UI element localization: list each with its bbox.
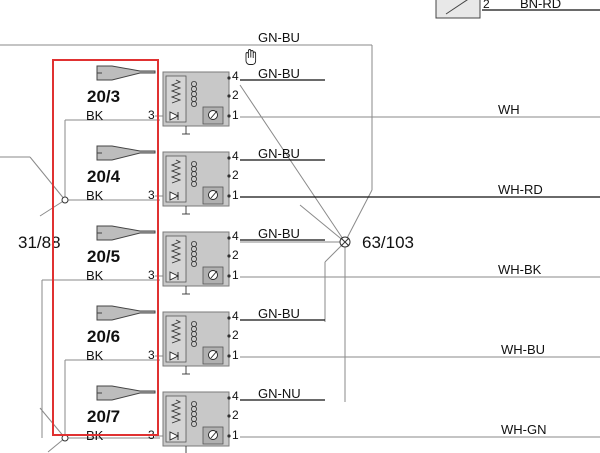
top-right-component: 2 BN-RD [435,0,600,19]
pin-label: 1 [232,428,239,442]
pin-label: 4 [232,309,239,323]
relay-module [162,71,231,135]
output-wire-label: WH-BK [498,262,542,277]
selection-highlight[interactable] [52,59,159,436]
pin-label: 2 [232,408,239,422]
connector-color: BK [86,188,104,203]
pin-label: 1 [232,108,239,122]
pin-label: 4 [232,149,239,163]
pin-label: 2 [232,328,239,342]
plug-icon [96,145,156,161]
plug-icon [96,385,156,401]
pin-label: 4 [232,389,239,403]
connector-id: 20/5 [87,247,120,266]
junction-ref-label: 63/103 [362,233,414,252]
connector-row: 20/6BK 3 4 2 1 GN-BU WH-BU [86,305,600,375]
relay-module [162,391,231,453]
connector-color: BK [86,268,104,283]
relay-wire-label: GN-BU [258,306,300,321]
connector-row: 20/3BK 3 4 2 1 GN-BU WH [86,65,600,135]
plug-icon [96,225,156,241]
relay-module [162,311,231,375]
connector-id: 20/3 [87,87,120,106]
junction [239,84,373,402]
connector-id: 20/7 [87,407,120,426]
connector-id: 20/4 [87,167,121,186]
pin-label: 2 [232,88,239,102]
top-wire-label: GN-BU [258,30,300,45]
pin-label: 2 [232,248,239,262]
plug-icon [96,65,156,81]
output-wire-label: WH-GN [501,422,547,437]
left-wires [0,119,160,453]
pin-label: 4 [232,229,239,243]
pin-label: 3 [148,108,155,122]
pin-label: 3 [148,188,155,202]
connector-color: BK [86,348,104,363]
relay-module [162,151,231,215]
pin-label: 3 [148,348,155,362]
pin-label: 1 [232,268,239,282]
connector-row: 20/4BK 3 4 2 1 GN-BU WH-RD [86,145,600,215]
relay-wire-label: GN-BU [258,66,300,81]
left-ref-label: 31/88 [18,233,61,252]
top-right-wire-label: BN-RD [520,0,561,11]
relay-module [162,231,231,295]
output-wire-label: WH-BU [501,342,545,357]
pin-label: 1 [232,188,239,202]
pin-label: 3 [148,268,155,282]
connector-id: 20/6 [87,327,120,346]
svg-text:2: 2 [483,0,490,11]
output-wire-label: WH [498,102,520,117]
connector-row: 20/5BK 3 4 2 1 GN-BU WH-BK [86,225,600,295]
pin-label: 4 [232,69,239,83]
relay-wire-label: GN-BU [258,226,300,241]
output-wire-label: WH-RD [498,182,543,197]
pin-label: 2 [232,168,239,182]
connector-color: BK [86,108,104,123]
pin-label: 1 [232,348,239,362]
relay-wire-label: GN-BU [258,146,300,161]
plug-icon [96,305,156,321]
hand-cursor-icon [245,49,257,65]
relay-wire-label: GN-NU [258,386,301,401]
